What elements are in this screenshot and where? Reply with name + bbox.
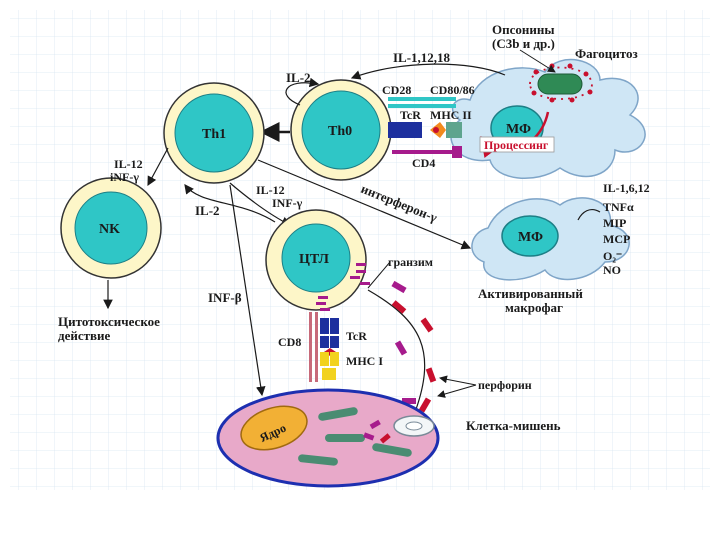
target-nucleus <box>240 405 308 451</box>
engulfed-bacterium <box>529 63 593 103</box>
cd28-label: CD28 <box>382 83 411 97</box>
granzyme-pointer <box>367 261 391 289</box>
cd4-label: CD4 <box>412 156 435 170</box>
il2-mid-label: IL-2 <box>195 203 220 218</box>
target-cell-label: Клетка-мишень <box>466 418 561 433</box>
cytokine-5: NO <box>603 263 621 277</box>
perforin-pointer-1 <box>439 375 477 386</box>
il12-ctl-label-2: INF-γ <box>272 196 303 210</box>
il2-mid-arrow <box>184 184 276 223</box>
cytokine-2: MIP <box>603 216 626 230</box>
il2-self-loop <box>285 77 320 106</box>
phagocytosis-label: Фагоцитоз <box>575 46 638 61</box>
ctl-granules <box>316 263 370 311</box>
cytokine-bracket <box>577 208 601 221</box>
cytokine-0: IL-1,6,12 <box>603 181 650 195</box>
il12-nk-label-2: iNF-γ <box>110 170 139 184</box>
cytokine-list: IL-1,6,12 TNFα MIP MCP O₂⁻ NO <box>603 181 650 277</box>
nk-nucleus <box>74 191 148 265</box>
th1-nucleus <box>174 93 254 173</box>
inf-beta-arrow <box>229 184 266 397</box>
th1-label: Th1 <box>202 127 226 142</box>
inf-beta-label: INF-β <box>208 290 242 305</box>
cytokine-3: MCP <box>603 232 630 246</box>
mf-top-label: МФ <box>506 122 531 137</box>
nk-effect-label-1: Цитотоксическое <box>58 314 160 329</box>
processing-box <box>479 136 555 153</box>
cytokine-4: O₂⁻ <box>603 249 622 263</box>
th0-nucleus <box>301 90 381 170</box>
perforin-pointer-2 <box>437 384 477 398</box>
mhc1-label: MHC I <box>346 354 383 368</box>
mhc2-label: MHC II <box>430 108 472 122</box>
opsonins-pointer <box>519 49 556 73</box>
nk-effect-label-2: действие <box>58 328 111 343</box>
activated-mf-label-1: Активированный <box>478 286 583 301</box>
cytokine-1: TNFα <box>603 200 634 214</box>
perforin-label: перфорин <box>478 378 532 392</box>
processing-label: Процессинг <box>484 138 549 152</box>
ctl-nucleus <box>281 223 351 293</box>
opsonins-label-1: Опсонины <box>492 22 555 37</box>
tcr-ctl-label: TcR <box>346 329 367 343</box>
ctl-label: ЦТЛ <box>299 252 330 267</box>
nk-label: NK <box>99 222 120 237</box>
tcr-top-label: TcR <box>400 108 421 122</box>
granzyme-label: гранзим <box>388 255 433 269</box>
th0-mf-receptors <box>388 97 462 158</box>
cd8-label: CD8 <box>278 335 301 349</box>
granule-release-path <box>367 289 426 422</box>
interferon-arrow <box>257 159 472 250</box>
perforin-pore-inner <box>405 421 423 431</box>
activated-mf-label-2: макрофаг <box>505 300 563 315</box>
target-organelles <box>298 407 412 466</box>
il12-ctl-label-1: IL-12 <box>256 183 285 197</box>
th0-label: Th0 <box>328 124 352 139</box>
activated-mf-nucleus <box>501 215 559 257</box>
mf-act-label: МФ <box>518 230 543 245</box>
il-1-12-18-label: IL-1,12,18 <box>393 50 451 65</box>
il2-top-label: IL-2 <box>286 70 311 85</box>
ctl-receptors <box>309 312 339 382</box>
il-1-12-18-arrow <box>350 63 506 80</box>
cd80-86-label: CD80/86 <box>430 83 475 97</box>
opsonins-label-2: (С3b и др.) <box>492 36 555 51</box>
th1-to-nk-arrow <box>147 147 169 187</box>
il12-nk-label-1: IL-12 <box>114 157 143 171</box>
